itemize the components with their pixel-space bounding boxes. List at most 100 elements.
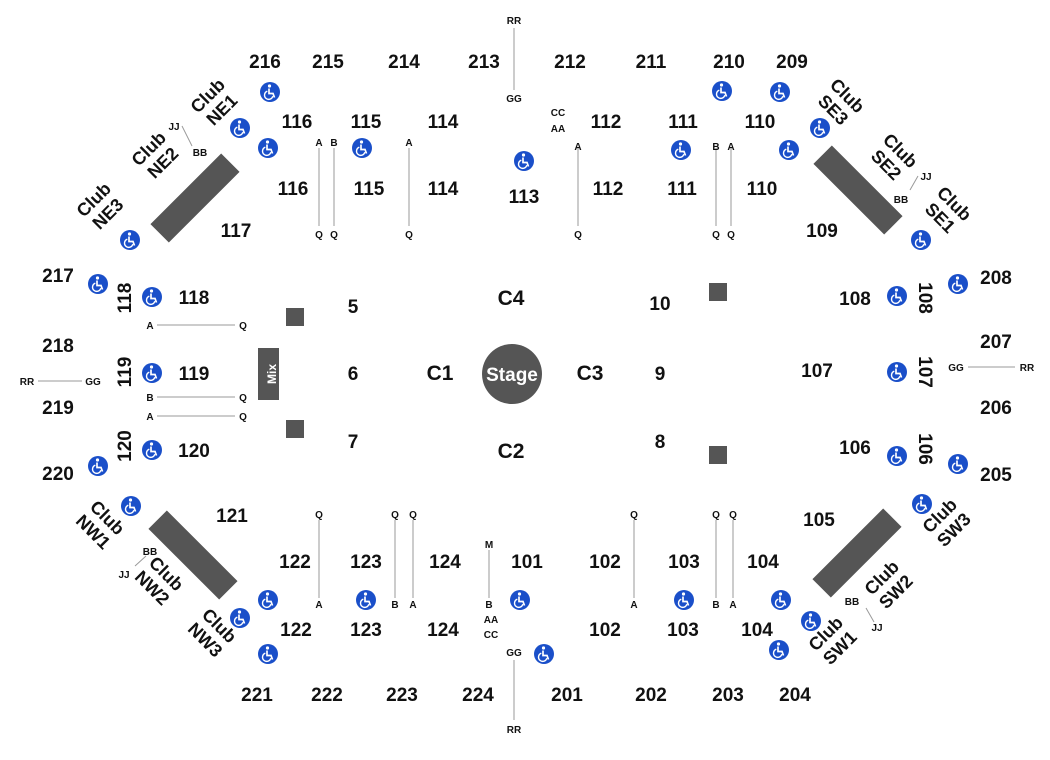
section-label[interactable]: 116 (278, 179, 309, 200)
section-label[interactable]: 115 (354, 179, 385, 200)
section-label[interactable]: 110 (745, 112, 776, 133)
section-label[interactable]: 108 (839, 289, 871, 310)
section-label[interactable]: 122 (279, 552, 311, 573)
floor-section-label[interactable]: C4 (498, 287, 525, 310)
club-se1-label[interactable]: ClubSE1 (919, 183, 976, 240)
section-label[interactable]: 104 (747, 552, 779, 573)
row-label: Q (712, 230, 720, 241)
floor-section-label[interactable]: C3 (577, 362, 604, 385)
section-label[interactable]: 212 (554, 52, 586, 73)
floor-section-label[interactable]: 8 (655, 432, 666, 453)
section-label[interactable]: 103 (667, 620, 699, 641)
section-label[interactable]: 208 (980, 268, 1012, 289)
section-label[interactable]: 223 (386, 685, 418, 706)
wheelchair-icon (947, 453, 969, 475)
section-label[interactable]: 110 (747, 179, 778, 200)
section-label[interactable]: 112 (591, 112, 622, 133)
section-label[interactable]: 113 (509, 187, 540, 208)
section-label[interactable]: 123 (350, 552, 382, 573)
floor-section-label[interactable]: 9 (655, 364, 666, 385)
section-label[interactable]: 209 (776, 52, 808, 73)
row-label: CC (551, 108, 565, 119)
section-label[interactable]: 120 (178, 441, 210, 462)
floor-section-label[interactable]: 5 (348, 297, 359, 318)
section-label[interactable]: 101 (511, 552, 543, 573)
section-label[interactable]: 206 (980, 398, 1012, 419)
section-label[interactable]: 111 (668, 112, 698, 133)
section-label[interactable]: 102 (589, 620, 621, 641)
lower-north-sections: 116 115 114 112 111 110 116 115 114 113 … (221, 112, 838, 242)
row-label: A (315, 138, 322, 149)
section-label[interactable]: 118 (115, 283, 136, 314)
club-nw2-label[interactable]: ClubNW2 (131, 553, 188, 610)
section-label[interactable]: 121 (216, 506, 248, 527)
section-label[interactable]: 202 (635, 685, 667, 706)
section-label[interactable]: 116 (282, 112, 313, 133)
floor-section-label[interactable]: 7 (348, 432, 359, 453)
section-label[interactable]: 207 (980, 332, 1012, 353)
section-label[interactable]: 124 (427, 620, 459, 641)
section-label[interactable]: 222 (311, 685, 343, 706)
club-nw1-label[interactable]: ClubNW1 (72, 497, 129, 554)
section-label[interactable]: 118 (179, 288, 210, 309)
section-label[interactable]: 119 (179, 364, 210, 385)
section-label[interactable]: 210 (713, 52, 745, 73)
row-label: Q (330, 230, 338, 241)
section-label[interactable]: 106 (839, 438, 871, 459)
club-ne2-label[interactable]: ClubNE2 (128, 128, 185, 185)
west-sections: 217 218 219 220 118 119 120 118 119 120 (42, 266, 210, 485)
section-label[interactable]: 220 (42, 464, 74, 485)
section-label[interactable]: 106 (914, 433, 935, 465)
floor-section-label[interactable]: C1 (427, 362, 454, 385)
section-label[interactable]: 108 (914, 282, 935, 314)
wheelchair-icon (886, 361, 908, 383)
club-se2-label[interactable]: ClubSE2 (865, 130, 922, 187)
section-label[interactable]: 114 (428, 112, 459, 133)
row-label: A (630, 600, 637, 611)
row-label: Q (729, 510, 737, 521)
section-label[interactable]: 201 (551, 685, 583, 706)
club-ne3-label[interactable]: ClubNE3 (73, 179, 130, 236)
club-nw-block (148, 510, 238, 600)
club-sw2-label[interactable]: ClubSW2 (861, 557, 918, 614)
section-label[interactable]: 124 (429, 552, 461, 573)
row-label: JJ (118, 570, 129, 581)
section-label[interactable]: 115 (351, 112, 382, 133)
section-label[interactable]: 107 (914, 356, 935, 388)
section-label[interactable]: 217 (42, 266, 74, 287)
section-label[interactable]: 221 (241, 685, 273, 706)
section-label[interactable]: 216 (249, 52, 281, 73)
section-label[interactable]: 105 (803, 510, 835, 531)
section-label[interactable]: 218 (42, 336, 74, 357)
section-label[interactable]: 109 (806, 221, 838, 242)
section-label[interactable]: 219 (42, 398, 74, 419)
mix-booth (258, 348, 279, 400)
section-label[interactable]: 122 (280, 620, 312, 641)
club-se-block (813, 145, 903, 235)
wheelchair-icon (257, 589, 279, 611)
floor-section-label[interactable]: C2 (498, 440, 525, 463)
section-label[interactable]: 107 (801, 361, 833, 382)
section-label[interactable]: 205 (980, 465, 1012, 486)
section-label[interactable]: 213 (468, 52, 500, 73)
section-label[interactable]: 123 (350, 620, 382, 641)
section-label[interactable]: 215 (312, 52, 344, 73)
floor-section-label[interactable]: 10 (649, 294, 670, 315)
section-label[interactable]: 224 (462, 685, 494, 706)
row-markers-south: Q Q Q M Q Q Q A B A B AA CC A B A GG RR (315, 510, 737, 736)
section-label[interactable]: 214 (388, 52, 420, 73)
row-label: BB (193, 148, 207, 159)
section-label[interactable]: 204 (779, 685, 811, 706)
section-label[interactable]: 120 (115, 430, 136, 462)
section-label[interactable]: 111 (667, 179, 697, 200)
section-label[interactable]: 114 (428, 179, 459, 200)
section-label[interactable]: 117 (221, 221, 252, 242)
floor-section-label[interactable]: 6 (348, 364, 359, 385)
section-label[interactable]: 103 (668, 552, 700, 573)
section-label[interactable]: 211 (636, 52, 667, 73)
section-label[interactable]: 203 (712, 685, 744, 706)
section-label[interactable]: 102 (589, 552, 621, 573)
section-label[interactable]: 119 (115, 357, 136, 388)
section-label[interactable]: 104 (741, 620, 773, 641)
section-label[interactable]: 112 (593, 179, 624, 200)
